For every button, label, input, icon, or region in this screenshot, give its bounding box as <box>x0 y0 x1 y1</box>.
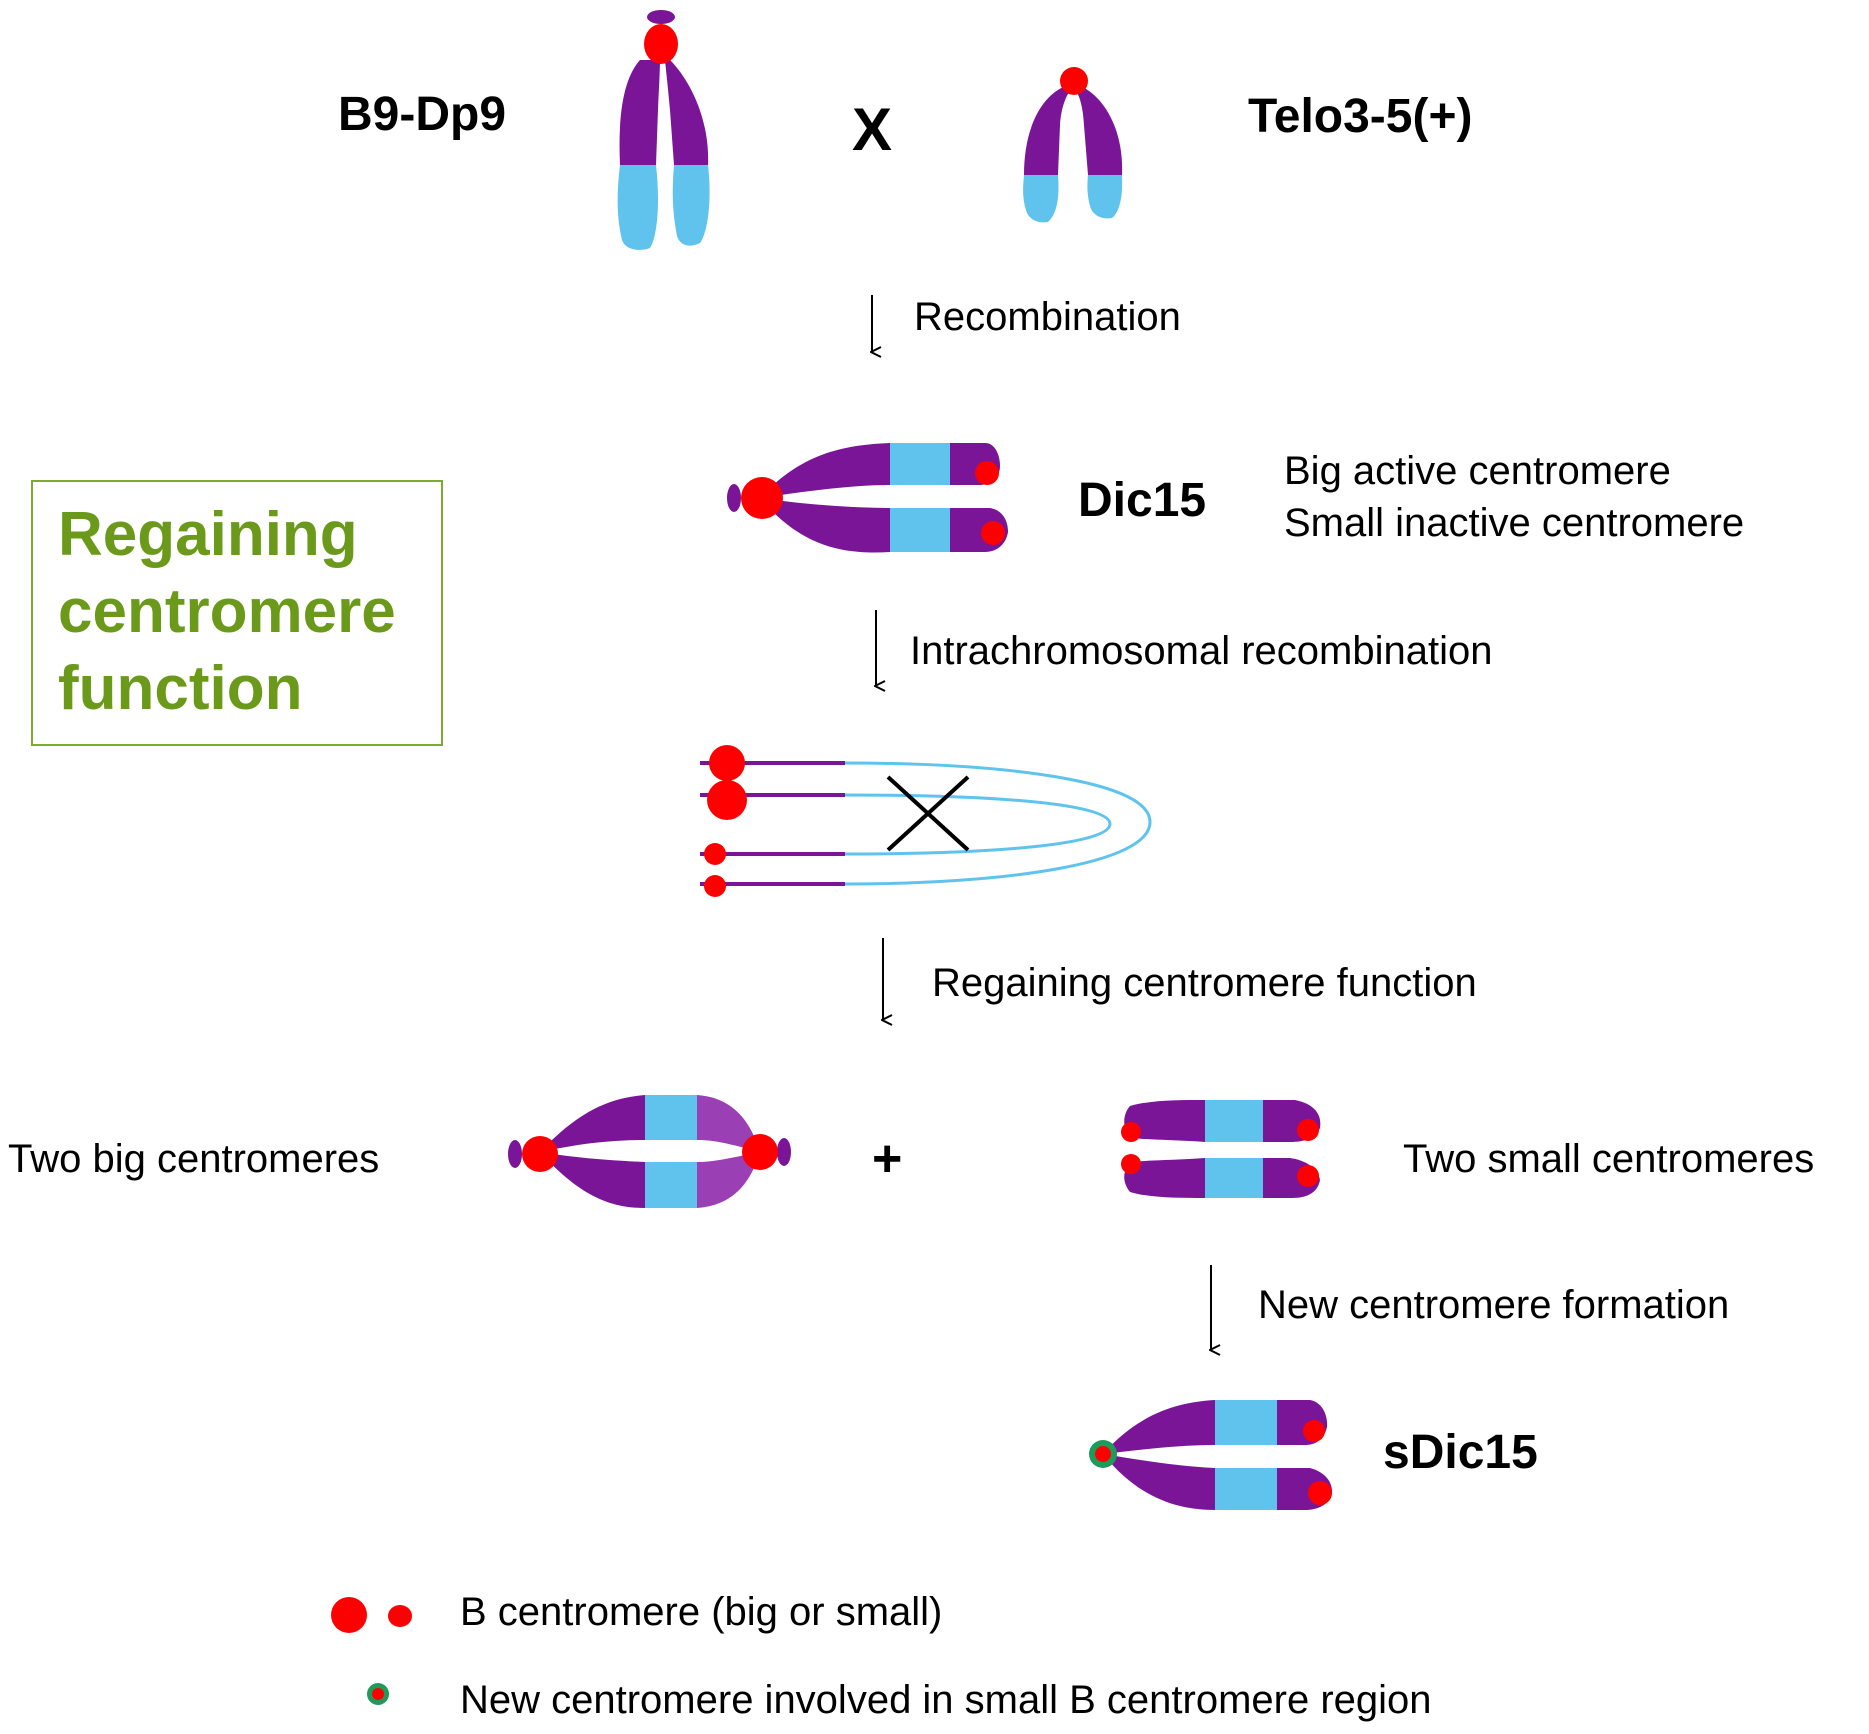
legend-small-centromere-icon <box>388 1605 412 1627</box>
legend-new-centromere-core-icon <box>372 1688 384 1700</box>
small-centromere-lower <box>1308 1481 1332 1505</box>
lower-band <box>1215 1468 1277 1510</box>
label-telo3-5: Telo3-5(+) <box>1248 90 1472 143</box>
satellite-knob <box>727 484 741 512</box>
upper-band <box>1205 1100 1263 1142</box>
chromosome-b9-dp9 <box>617 10 710 250</box>
small-centromere-upper-right <box>1297 1119 1319 1141</box>
chromatid-band-left <box>1023 175 1059 223</box>
small-centromere-2 <box>704 875 726 897</box>
new-centromere-core <box>1095 1446 1111 1462</box>
upper-band <box>645 1095 697 1140</box>
small-centromere-lower-right <box>1297 1165 1319 1187</box>
big-centromere-left <box>522 1136 558 1172</box>
chromatid-arm-right <box>1074 85 1123 175</box>
upper-arm-left <box>1124 1100 1205 1142</box>
chromatid-band-left <box>617 165 658 250</box>
side-title-box <box>31 480 443 746</box>
side-title-line1: Regaining <box>58 500 358 569</box>
upper-arm-left <box>760 443 890 498</box>
crossover-line-2 <box>886 775 970 852</box>
lower-arm-left <box>540 1152 645 1208</box>
chromosome-sdic15 <box>1089 1400 1333 1510</box>
lower-arm-left <box>1124 1158 1205 1198</box>
chromosome-two-small-centromeres <box>1121 1100 1321 1198</box>
chromatid-band-right <box>672 165 710 246</box>
side-title-line2: centromere <box>58 577 396 646</box>
satellite-knob <box>647 10 675 24</box>
chromosome-two-big-centromeres <box>508 1095 791 1208</box>
note-big-active: Big active centromere <box>1284 449 1671 493</box>
label-b9-dp9: B9-Dp9 <box>338 88 506 141</box>
small-centromere <box>1060 67 1088 95</box>
chromatid-arm-left <box>1024 85 1072 175</box>
step-recombination: Recombination <box>914 295 1181 339</box>
chromosome-dic15 <box>727 443 1008 553</box>
lower-band <box>890 508 950 552</box>
chromatid-arm-right <box>665 60 709 165</box>
label-sdic15: sDic15 <box>1383 1426 1538 1479</box>
lower-arm-left <box>760 498 890 553</box>
legend-b-centromere-label: B centromere (big or small) <box>460 1590 942 1634</box>
upper-band <box>1215 1400 1277 1445</box>
small-centromere-lower-left <box>1121 1154 1141 1174</box>
step-regaining: Regaining centromere function <box>932 961 1477 1005</box>
legend: B centromere (big or small) New centrome… <box>331 1590 1432 1722</box>
loop-outer <box>844 761 1152 886</box>
lower-band <box>1205 1158 1263 1198</box>
cross-symbol: X <box>852 96 892 163</box>
legend-big-centromere-icon <box>331 1597 367 1633</box>
label-dic15: Dic15 <box>1078 474 1206 527</box>
lower-arm-right <box>697 1152 760 1208</box>
upper-band <box>890 443 950 485</box>
upper-arm-left <box>1103 1400 1215 1454</box>
loop-inner <box>844 793 1112 856</box>
chromosome-telo3-5 <box>1023 67 1123 223</box>
lower-band <box>645 1162 697 1208</box>
big-centromere-1 <box>709 745 745 781</box>
plus-symbol: + <box>872 1130 902 1188</box>
upper-arm-right <box>697 1095 760 1152</box>
big-centromere-2 <box>707 780 747 820</box>
satellite-knob-left <box>508 1140 522 1168</box>
note-small-inactive: Small inactive centromere <box>1284 501 1744 545</box>
chromatid-band-right <box>1087 175 1123 219</box>
lower-arm-left <box>1103 1454 1215 1510</box>
small-centromere-upper-left <box>1121 1122 1141 1142</box>
small-centromere-1 <box>704 843 726 865</box>
intrachromosomal-loop <box>700 745 1152 897</box>
chromatid-arm-left <box>619 60 660 165</box>
small-centromere-lower <box>981 521 1005 545</box>
big-centromere <box>644 24 678 64</box>
side-title-line3: function <box>58 654 303 723</box>
big-centromere <box>741 477 783 519</box>
small-centromere-upper <box>975 461 999 485</box>
satellite-knob-right <box>777 1138 791 1166</box>
small-centromere-upper <box>1303 1420 1325 1442</box>
label-two-small-centromeres: Two small centromeres <box>1403 1137 1814 1181</box>
big-centromere-right <box>742 1134 778 1170</box>
step-new-formation: New centromere formation <box>1258 1283 1729 1327</box>
upper-arm-left <box>540 1095 645 1152</box>
step-intrachromosomal: Intrachromosomal recombination <box>910 629 1492 673</box>
legend-new-centromere-label: New centromere involved in small B centr… <box>460 1678 1432 1722</box>
label-two-big-centromeres: Two big centromeres <box>8 1137 379 1181</box>
